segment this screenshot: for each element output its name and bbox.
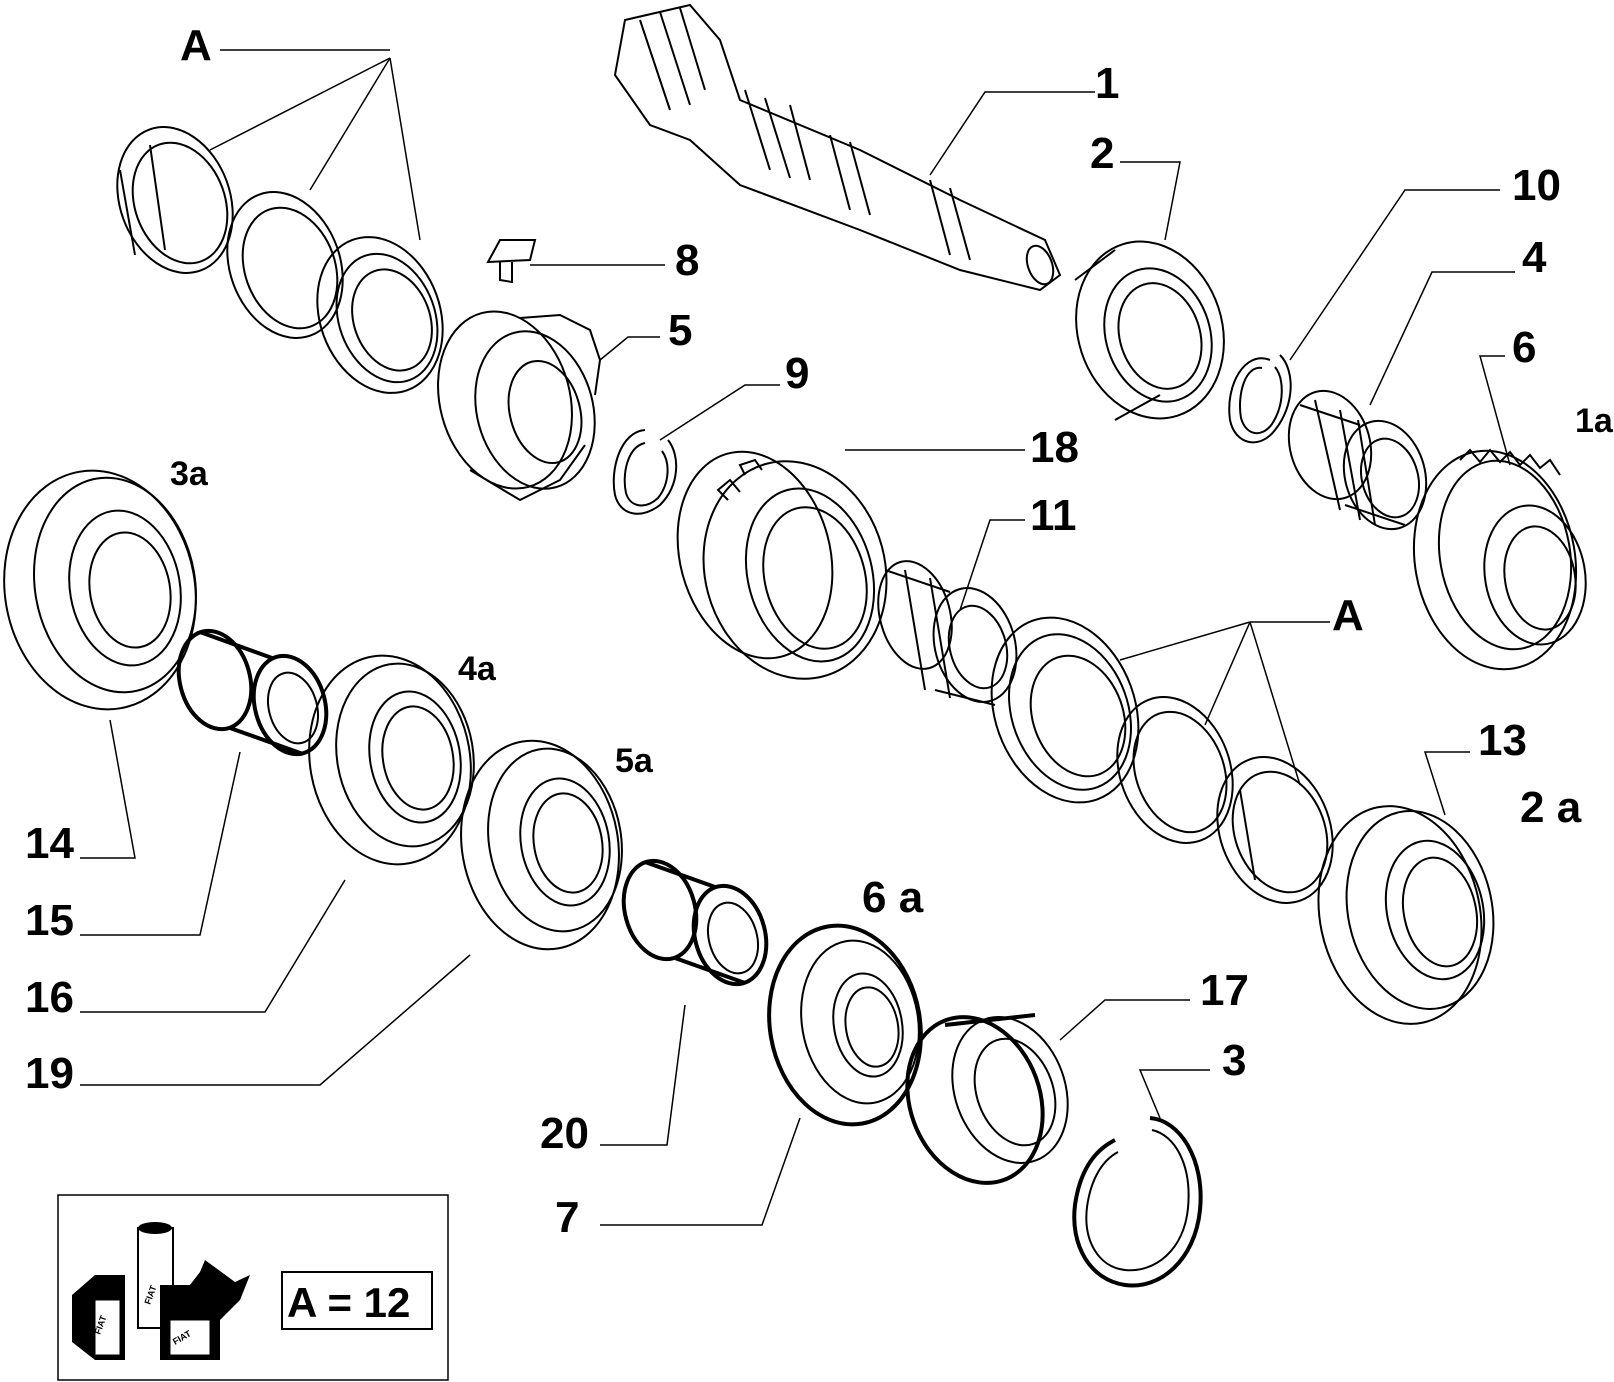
synchronizer-cone-a-top-3: [316, 236, 444, 394]
bearing-17: [905, 1013, 1069, 1185]
callout-7: 7: [555, 1193, 579, 1242]
gear-14: [3, 469, 197, 711]
gear-6: [1412, 448, 1587, 671]
callout-16: 16: [25, 973, 74, 1022]
callout-9: 9: [785, 349, 809, 398]
needle-bearing-11: [877, 560, 1018, 706]
callout-6: 6: [1512, 323, 1536, 372]
needle-bearing-4: [1287, 389, 1428, 531]
callout-11: 11: [1030, 491, 1077, 540]
callout-13: 13: [1478, 716, 1527, 765]
snap-ring-3: [1072, 1116, 1203, 1288]
key-8: [486, 239, 537, 284]
callout-3a: 3a: [170, 455, 209, 493]
callout-19: 19: [25, 1049, 74, 1098]
synchronizer-ring-a-top-1: [116, 126, 234, 274]
gear-13: [1317, 805, 1495, 1025]
callout-15: 15: [25, 896, 74, 945]
callout-5a: 5a: [615, 742, 654, 780]
synchronizer-ring-a-mid-2: [1116, 696, 1234, 844]
callout-17: 17: [1200, 966, 1249, 1015]
callout-6a: 6 a: [862, 873, 924, 922]
bearing-2: [1074, 240, 1225, 421]
callout-20: 20: [540, 1109, 589, 1158]
gear-19: [460, 739, 623, 951]
leader-lines: [80, 49, 1515, 1226]
synchronizer-hub-5: [437, 310, 602, 502]
callout-1a: 1a: [1575, 402, 1614, 440]
legend-box: FIAT FIAT FIAT A = 12: [57, 1194, 449, 1381]
callout-8: 8: [675, 236, 699, 285]
gear-7: [767, 923, 923, 1127]
callout-A-top: A: [180, 21, 212, 70]
synchronizer-ring-a-mid-3: [1216, 756, 1334, 904]
circlip-10: [1228, 354, 1292, 444]
callout-3: 3: [1222, 1036, 1246, 1085]
callout-18: 18: [1030, 423, 1079, 472]
callout-A-mid: A: [1332, 591, 1364, 640]
callout-2: 2: [1090, 129, 1114, 178]
callout-2a: 2 a: [1520, 783, 1582, 832]
synchronizer-cone-a-mid-1: [990, 616, 1140, 804]
synchronizer-ring-a-top-2: [226, 191, 344, 339]
legend-equation: A = 12: [287, 1279, 410, 1326]
main-shaft: [613, 3, 1062, 292]
gear-16: [308, 654, 475, 866]
sleeve-15: [176, 628, 329, 757]
callout-14: 14: [25, 819, 74, 868]
fiat-kit-logo: FIAT FIAT FIAT: [72, 1222, 250, 1360]
callout-4: 4: [1522, 233, 1547, 282]
callout-10: 10: [1512, 161, 1561, 210]
callout-labels: A 1 2 10 8 4 5 6 9 1a 18 3a 11 A 4a 13 5…: [25, 21, 1614, 1242]
sleeve-20: [621, 858, 769, 987]
callout-4a: 4a: [458, 650, 497, 688]
sleeve-18: [676, 450, 888, 680]
callout-5: 5: [668, 306, 692, 355]
callout-1: 1: [1095, 59, 1119, 108]
circlip-9: [612, 429, 678, 515]
